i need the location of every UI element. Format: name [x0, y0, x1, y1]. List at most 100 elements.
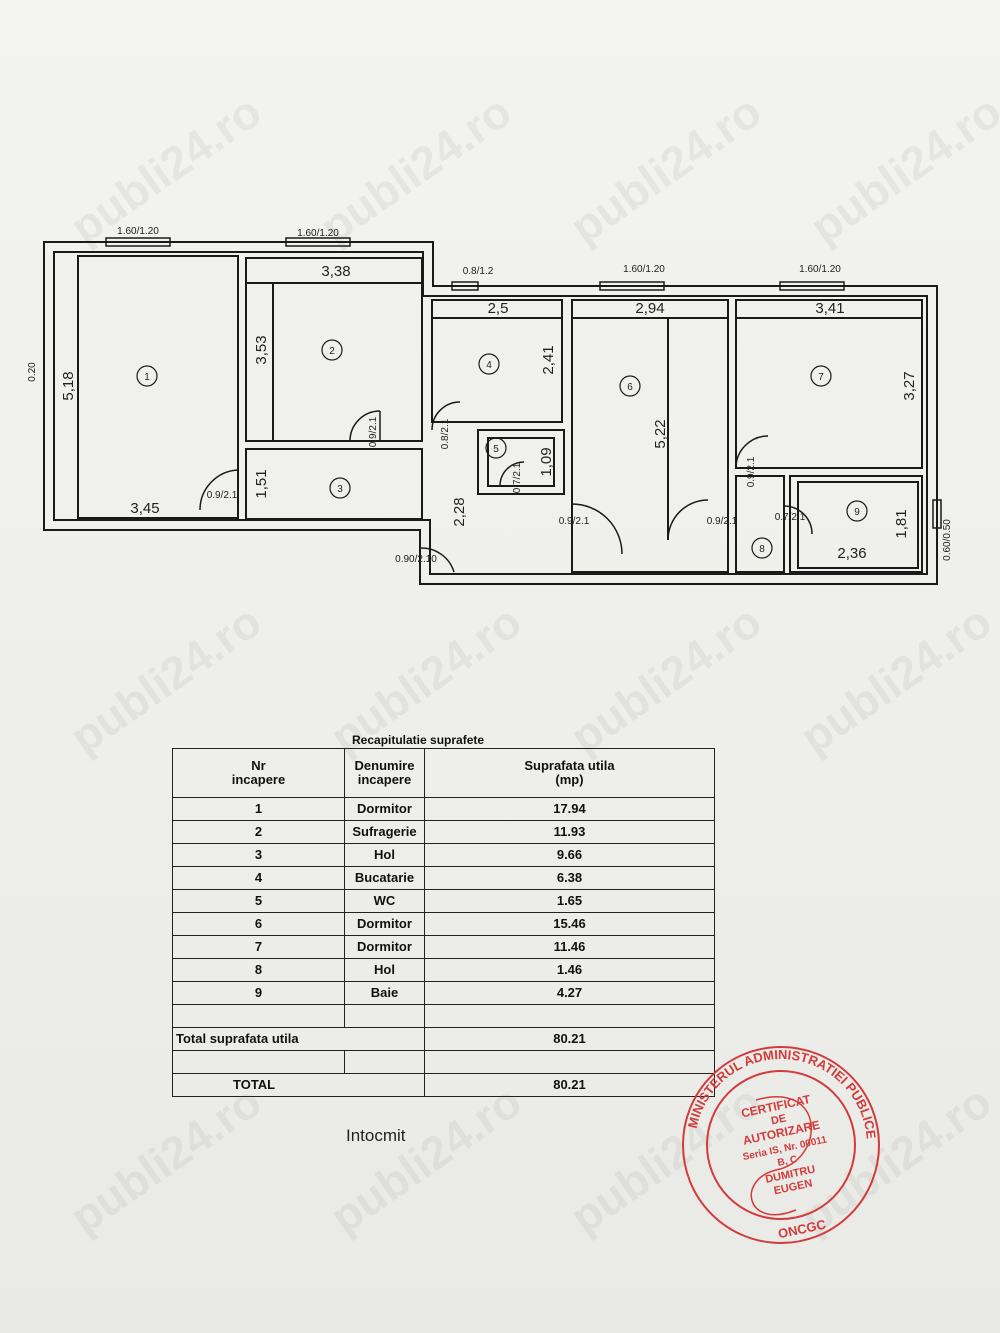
cell-area: 17.94: [424, 797, 715, 821]
dimension-label: 3,38: [321, 263, 350, 280]
cell-nr: 1: [172, 797, 345, 821]
window-label: 1.60/1.20: [799, 264, 841, 275]
dimension-label: 2,41: [540, 345, 557, 374]
header-text: Nr: [251, 757, 266, 773]
dimension-label: 3,27: [901, 371, 918, 400]
authorization-stamp: MINISTERUL ADMINISTRATIEI PUBLICE CERTIF…: [682, 1046, 880, 1244]
cell-name: Hol: [344, 958, 425, 982]
door-label: 0.90/2.10: [395, 554, 437, 565]
stamp-text: DE: [770, 1112, 787, 1127]
total-row: TOTAL 80.21: [172, 1073, 715, 1097]
dimension-label: 3,45: [130, 500, 159, 517]
dimension-label: 2,94: [635, 300, 664, 317]
cell-name: WC: [344, 889, 425, 913]
window-label: 0.8/1.2: [463, 266, 494, 277]
header-text: incapere: [357, 772, 412, 787]
cell-nr: 5: [172, 889, 345, 913]
table-row-empty: [172, 1050, 715, 1074]
room-number: 7: [818, 372, 824, 383]
room-number: 4: [486, 360, 492, 371]
dimension-label: 5,22: [652, 419, 669, 448]
dimension-label: 3,53: [253, 335, 270, 364]
intocmit-label: Intocmit: [346, 1126, 406, 1145]
cell-nr: 2: [172, 820, 345, 844]
dimension-label: 1,51: [253, 469, 270, 498]
cell-name: Baie: [344, 981, 425, 1005]
total-util-label: Total suprafata utila: [172, 1027, 425, 1051]
cell-name: Bucatarie: [344, 866, 425, 890]
cell-area: 1.46: [424, 958, 715, 982]
door-label: 0.9/2.1: [746, 456, 757, 487]
total-util-row: Total suprafata utila 80.21: [172, 1027, 715, 1051]
cell-empty: [424, 1004, 715, 1028]
room-number: 8: [759, 544, 765, 555]
cell-name: Dormitor: [344, 797, 425, 821]
dimension-label: 2,5: [488, 300, 509, 317]
cell-empty: [424, 1050, 715, 1074]
header-text: (mp): [555, 772, 584, 787]
cell-empty: [344, 1004, 425, 1028]
cell-area: 11.46: [424, 935, 715, 959]
cell-nr: 6: [172, 912, 345, 936]
cell-nr: 3: [172, 843, 345, 867]
room-number: 5: [493, 444, 499, 455]
cell-name: Sufragerie: [344, 820, 425, 844]
room-number: 2: [329, 346, 335, 357]
dimension-label: 2,36: [837, 545, 866, 562]
dimension-label: 2,28: [451, 497, 468, 526]
window-label: 1.60/1.20: [297, 228, 339, 239]
door-label: 0.7/2.1: [512, 462, 523, 493]
door-label: 0.7/2.1: [775, 512, 806, 523]
cell-empty: [344, 1050, 425, 1074]
window-label: 0.60/0.50: [942, 519, 953, 561]
door-label: 0.9/2.1: [707, 516, 738, 527]
stamp-text: ONCGC: [777, 1216, 828, 1241]
stamp-text: B, C: [777, 1154, 799, 1169]
table-row-empty: [172, 1004, 715, 1028]
cell-nr: 4: [172, 866, 345, 890]
cell-area: 11.93: [424, 820, 715, 844]
room-number: 1: [144, 372, 150, 383]
cell-empty: [172, 1004, 345, 1028]
header-cell: Suprafata utila(mp): [424, 748, 715, 798]
cell-area: 4.27: [424, 981, 715, 1005]
room-number: 3: [337, 484, 343, 495]
door-label: 0.9/2.1: [368, 416, 379, 447]
cell-nr: 8: [172, 958, 345, 982]
wall-thickness-label: 0.20: [27, 362, 38, 382]
cell-name: Dormitor: [344, 935, 425, 959]
total-util-value: 80.21: [424, 1027, 715, 1051]
dimension-label: 3,41: [815, 300, 844, 317]
total-label: TOTAL: [172, 1073, 425, 1097]
cell-name: Hol: [344, 843, 425, 867]
dimension-label: 1,09: [538, 447, 555, 476]
cell-area: 9.66: [424, 843, 715, 867]
room-number: 9: [854, 507, 860, 518]
cell-nr: 7: [172, 935, 345, 959]
door-label: 0.9/2.1: [207, 490, 238, 501]
total-value: 80.21: [424, 1073, 715, 1097]
floor-plan: 1 2 3 4 5 6 7 8 9 1.60/1.20 1.60/1.20 0.…: [27, 226, 953, 585]
room-number: 6: [627, 382, 633, 393]
cell-area: 1.65: [424, 889, 715, 913]
window-label: 1.60/1.20: [117, 226, 159, 237]
cell-nr: 9: [172, 981, 345, 1005]
door-label: 0.8/2.1: [440, 418, 451, 449]
header-text: incapere: [231, 772, 286, 787]
header-text: Denumire: [354, 757, 415, 773]
cell-area: 15.46: [424, 912, 715, 936]
header-text: Suprafata utila: [524, 757, 615, 773]
cell-empty: [172, 1050, 345, 1074]
dimension-label: 5,18: [60, 371, 77, 400]
